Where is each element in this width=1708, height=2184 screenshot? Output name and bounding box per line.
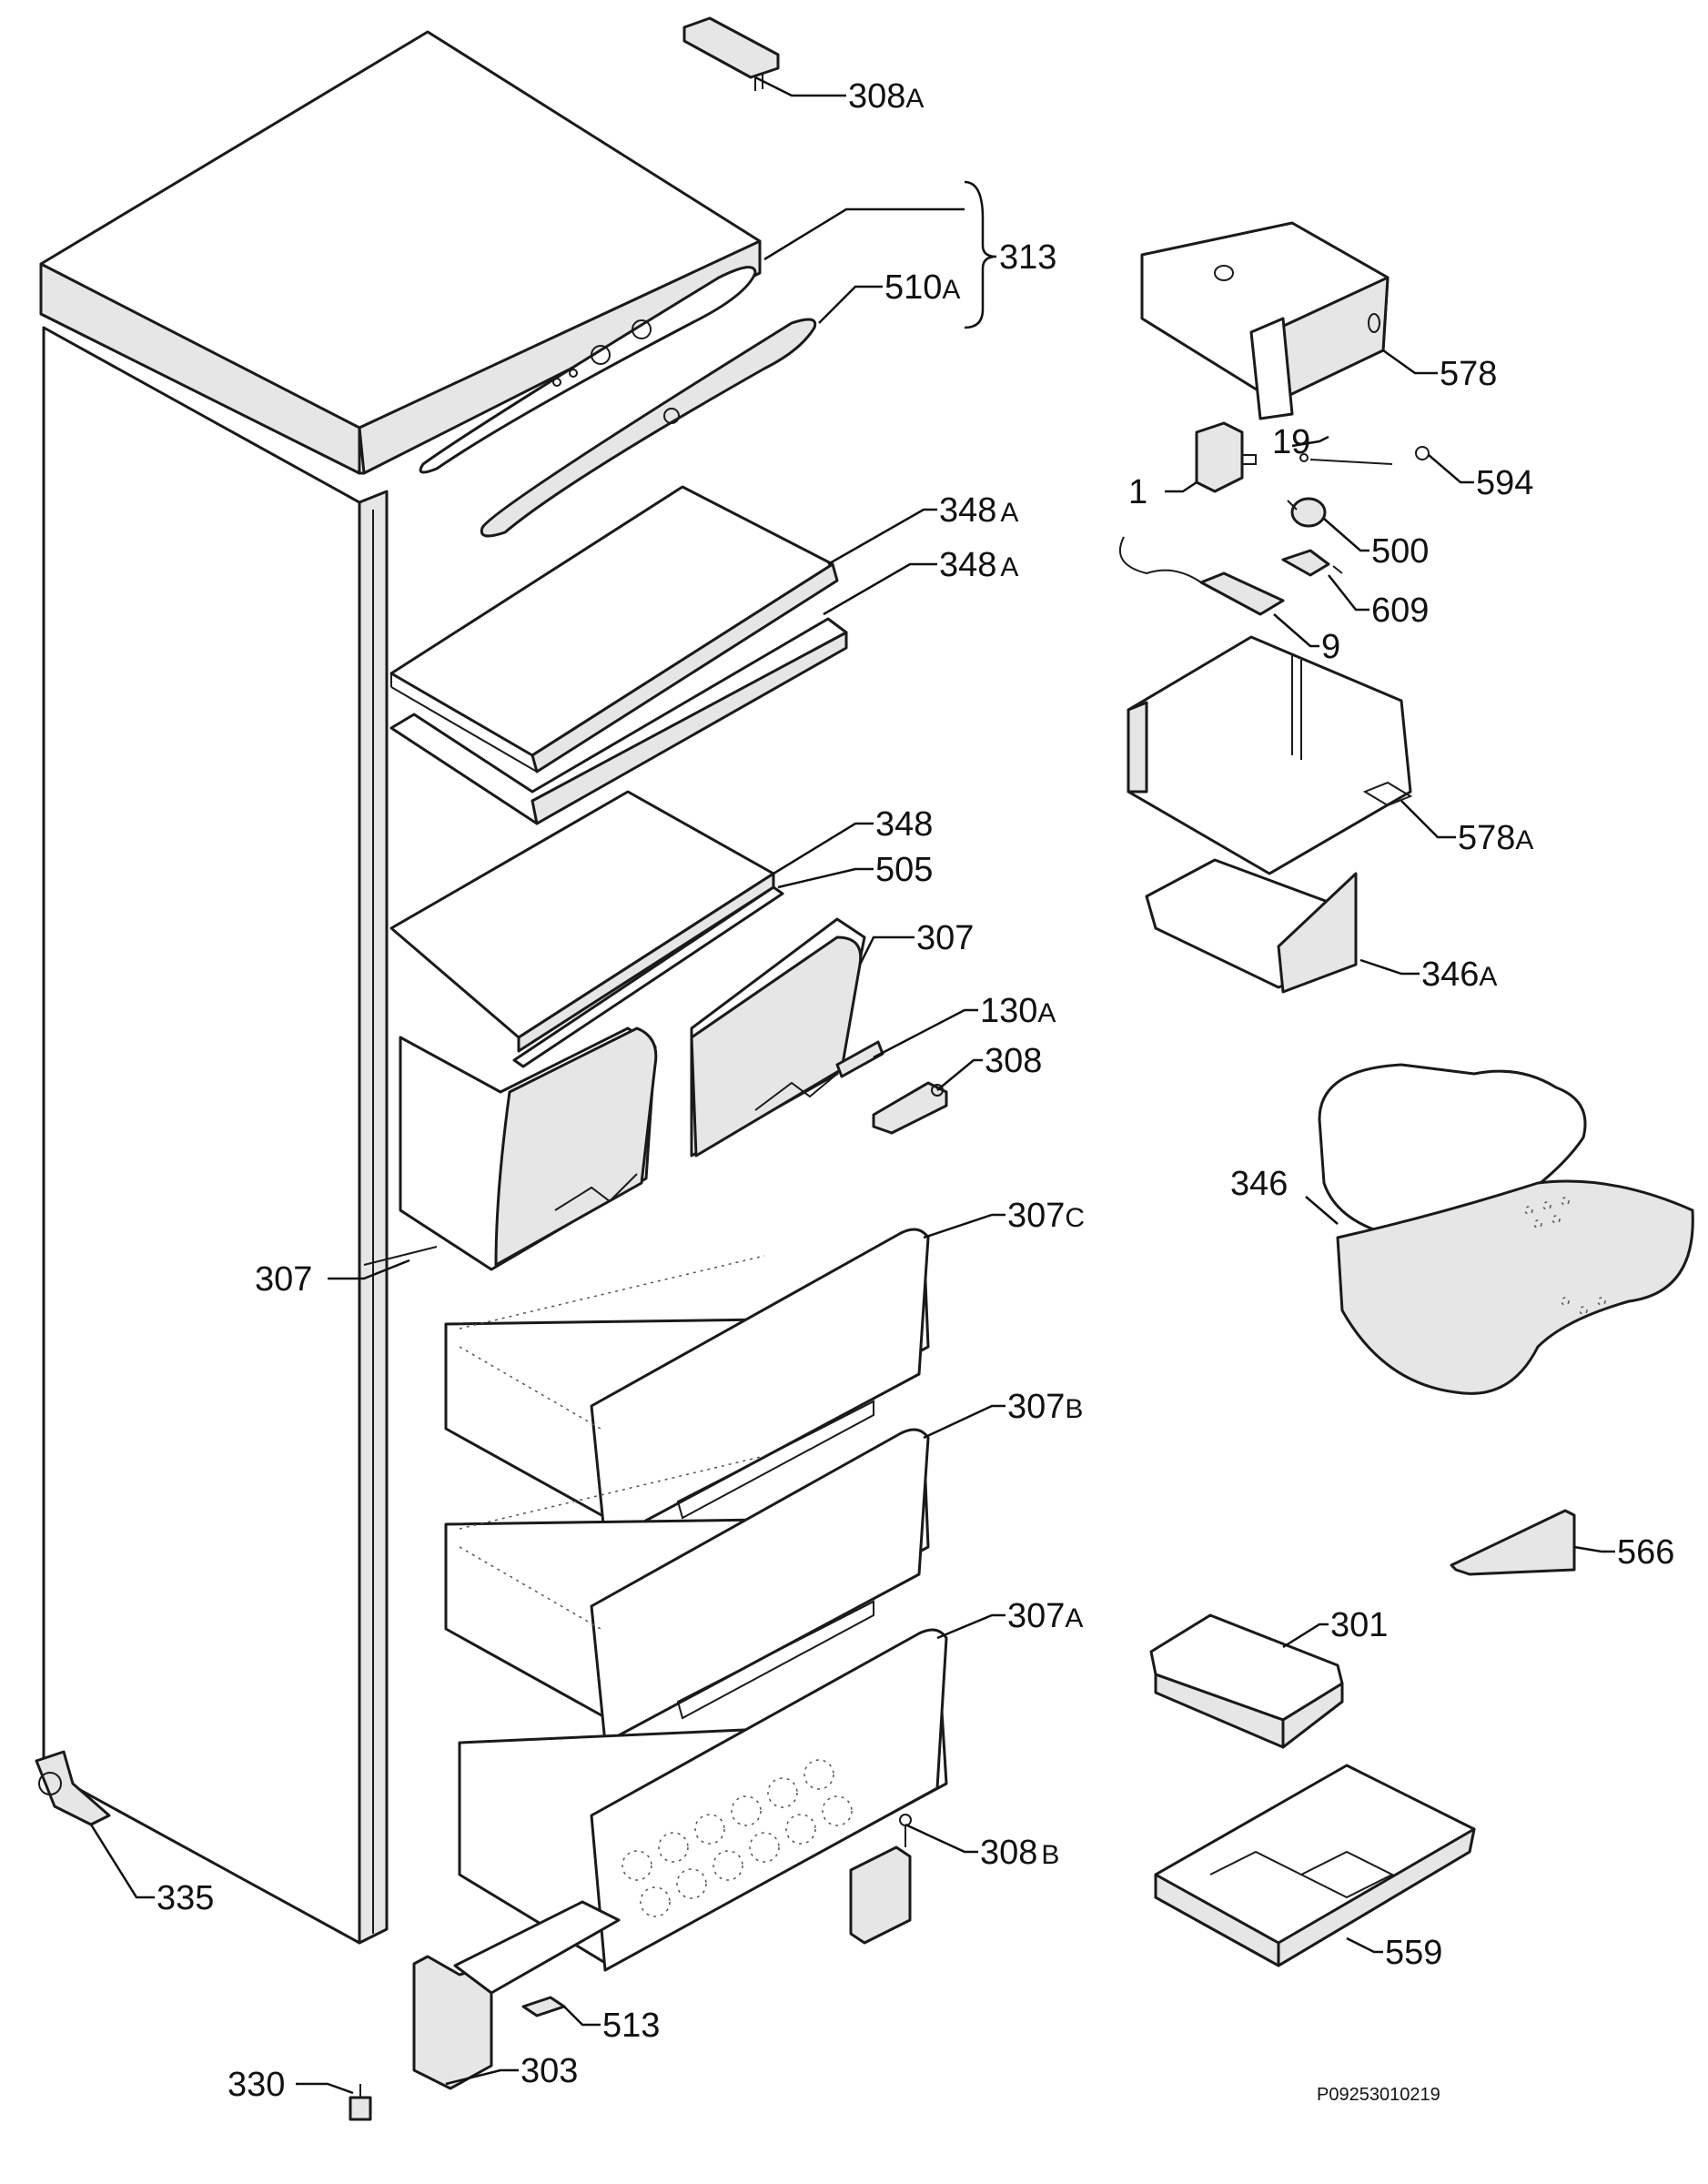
thermal-fuse (1281, 549, 1343, 577)
trim-strip (480, 318, 817, 538)
bottom-hinge-right (849, 1814, 912, 1945)
reference-code: P09253010219 (1317, 2085, 1440, 2105)
label-307b: 307B (1007, 1388, 1083, 1426)
ice-tray-drawer (1145, 858, 1358, 994)
cabinet-body (42, 326, 438, 1945)
label-130a: 130A (980, 992, 1056, 1030)
plinth-cover (412, 1900, 621, 2090)
label-19: 19 (1272, 423, 1310, 461)
label-301: 301 (1330, 1606, 1388, 1644)
cold-accumulator (1154, 1764, 1476, 1967)
glass-shelf-upper (389, 485, 839, 774)
freezer-drawer-top (444, 1228, 930, 1544)
freezer-drawer-middle (444, 1428, 930, 1744)
label-308a: 308A (848, 77, 924, 116)
glass-shelf-lower (389, 617, 848, 825)
foot-screw (349, 2084, 372, 2121)
label-510a: 510A (884, 268, 960, 307)
middle-hinge (872, 1081, 948, 1135)
leader-lines (89, 76, 1615, 2095)
label-307a: 307A (1007, 1597, 1083, 1635)
control-housing (1140, 221, 1390, 420)
freezer-drawer-bottom (458, 1628, 948, 1972)
ice-bowl (1318, 1063, 1694, 1395)
label-335: 335 (157, 1879, 214, 1917)
label-609: 609 (1371, 592, 1429, 630)
heater-with-wire (1119, 536, 1285, 616)
label-1: 1 (1128, 473, 1147, 511)
label-566: 566 (1617, 1533, 1674, 1572)
label-500: 500 (1371, 532, 1429, 571)
lamp-bulb-holder (1299, 453, 1393, 465)
label-307c: 307C (1007, 1197, 1085, 1235)
small-cap (1415, 446, 1430, 460)
label-513: 513 (602, 2007, 660, 2045)
label-313: 313 (999, 238, 1056, 277)
label-346a: 346A (1421, 956, 1497, 994)
label-578a: 578A (1458, 819, 1533, 857)
bottom-hinge-left (35, 1750, 111, 1826)
top-hinge (682, 16, 780, 91)
crisper-cover-shelf (389, 790, 784, 1068)
label-559: 559 (1385, 1934, 1442, 1972)
label-330: 330 (227, 2066, 285, 2104)
crisper-drawer-left (399, 1026, 658, 1271)
label-303: 303 (520, 2052, 578, 2090)
label-307-upper: 307 (916, 919, 974, 957)
label-594: 594 (1476, 464, 1533, 502)
top-cover (39, 30, 762, 475)
label-308: 308 (985, 1042, 1042, 1080)
thermostat (1195, 421, 1257, 493)
ice-cube-tray (1149, 1613, 1344, 1749)
label-9: 9 (1321, 628, 1340, 666)
evaporator-cover (1127, 635, 1413, 875)
adjustment-part (521, 1996, 566, 2017)
label-578: 578 (1440, 355, 1497, 393)
lamp (1287, 497, 1327, 528)
label-307-left: 307 (255, 1260, 312, 1299)
label-505: 505 (875, 851, 933, 889)
crisper-drawer-right (690, 917, 866, 1158)
ice-scoop (1450, 1509, 1576, 1576)
label-348: 348 (875, 805, 933, 844)
label-346: 346 (1230, 1165, 1288, 1203)
